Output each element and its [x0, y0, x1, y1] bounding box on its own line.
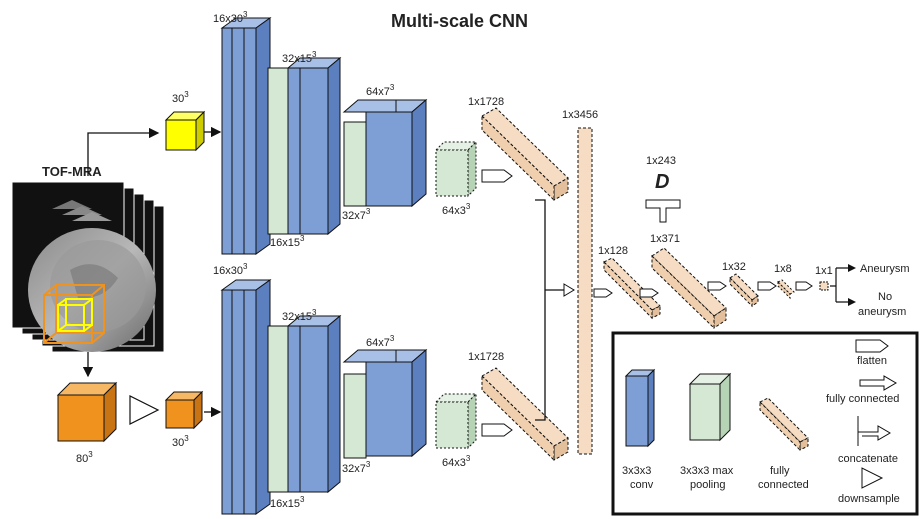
bottom-pool3-label: 64x33: [442, 454, 471, 469]
legend-downsample-icon: [861, 467, 884, 489]
fc2-label: 1x371: [650, 233, 680, 245]
legend-fc-arrow-icon: [859, 375, 897, 391]
legend-pool-line1: 3x3x3 max: [680, 465, 734, 477]
flattened-bar-bottom: [481, 367, 569, 462]
fc-arrow-5: [795, 281, 813, 291]
legend-conv-line2: conv: [630, 479, 654, 491]
extra-concat-tee: [645, 199, 681, 223]
small-patch-bottom-label: 303: [172, 434, 189, 449]
downsample-triangle: [129, 395, 160, 425]
concat-bar: [577, 127, 593, 455]
fc-bar-32: [729, 273, 759, 308]
concat-label: 1x3456: [562, 109, 598, 121]
legend-conv-line1: 3x3x3: [622, 465, 651, 477]
pool-block-bottom-2: [343, 373, 367, 459]
top-pathway: [220, 17, 478, 255]
fc-bar-1: [819, 281, 829, 291]
legend-pool-icon: [688, 372, 732, 442]
small-patch-cube-top: [164, 110, 206, 152]
legend-box: [611, 331, 919, 516]
legend-fc-line1: fully: [770, 465, 790, 477]
large-patch-cube: [56, 381, 118, 443]
legend-fc-icon: [759, 397, 809, 452]
fc-bar-371: [651, 247, 727, 330]
legend-pool-line2: pooling: [690, 479, 725, 491]
bottom-conv2-label: 32x153: [282, 308, 317, 323]
extra-size-label: 1x243: [646, 155, 676, 167]
pool-block-top-3: [434, 140, 478, 198]
top-conv1-label: 16x303: [213, 10, 248, 25]
concatenate-arrowhead: [563, 283, 575, 297]
legend-downsample-label: downsample: [838, 493, 900, 505]
concatenate-connector: [535, 199, 574, 421]
flat-top-label: 1x1728: [468, 96, 504, 108]
bottom-pathway: [220, 279, 478, 515]
large-patch-label: 803: [76, 450, 93, 465]
conv-block-top-3: [342, 98, 428, 208]
fc-arrow-1: [593, 288, 613, 298]
fc-bar-8: [777, 279, 795, 300]
mra-image-stack: [11, 181, 165, 353]
arrow-to-small-patch: [87, 127, 160, 176]
legend-concatenate-label: concatenate: [838, 453, 898, 465]
input-label: TOF-MRA: [42, 164, 102, 179]
top-conv2-label: 32x153: [282, 50, 317, 65]
conv-block-bottom-1: [220, 279, 272, 515]
bottom-pool1-label: 16x153: [270, 495, 305, 510]
flat-bottom-label: 1x1728: [468, 351, 504, 363]
output-negative-line2: aneurysm: [858, 306, 906, 318]
top-pool3-label: 64x33: [442, 202, 471, 217]
legend-fully-connected-label: fully connected: [826, 393, 899, 405]
diagram-title: Multi-scale CNN: [391, 11, 528, 31]
output-negative-line1: No: [878, 291, 892, 303]
legend-concat-icon: [857, 416, 891, 446]
legend-flatten-label: flatten: [857, 355, 887, 367]
small-patch-top-label: 303: [172, 90, 189, 105]
small-patch-cube-bottom: [164, 390, 204, 430]
fc3-label: 1x32: [722, 261, 746, 273]
fc4-label: 1x8: [774, 263, 792, 275]
legend-fc-line2: connected: [758, 479, 809, 491]
legend-flatten-icon: [855, 339, 889, 353]
conv-block-top-2: [286, 56, 342, 236]
conv-block-bottom-2: [286, 314, 342, 494]
output-branch: [830, 267, 852, 303]
pool-block-top-2: [343, 121, 367, 207]
fc-arrow-4: [757, 281, 777, 291]
extra-symbol: D: [655, 171, 669, 193]
top-conv3-label: 64x73: [366, 83, 395, 98]
pool-block-top-1: [267, 67, 289, 235]
fc-arrow-3: [707, 281, 727, 291]
fc5-label: 1x1: [815, 265, 833, 277]
flattened-bar-top: [481, 107, 569, 202]
bottom-pool2-label: 32x73: [342, 460, 371, 475]
flatten-arrow-top: [481, 169, 513, 183]
pool-block-bottom-3: [434, 392, 478, 450]
pool-block-bottom-1: [267, 325, 289, 493]
fc1-label: 1x128: [598, 245, 628, 257]
top-pool2-label: 32x73: [342, 207, 371, 222]
flatten-arrow-bottom: [481, 423, 513, 437]
fc-arrow-2: [639, 288, 659, 298]
output-positive: Aneurysm: [860, 263, 910, 275]
top-pool1-label: 16x153: [270, 234, 305, 249]
conv-block-bottom-3: [342, 348, 428, 458]
legend-conv-icon: [624, 368, 656, 448]
bottom-conv3-label: 64x73: [366, 334, 395, 349]
conv-block-top-1: [220, 17, 272, 255]
bottom-conv1-label: 16x303: [213, 262, 248, 277]
